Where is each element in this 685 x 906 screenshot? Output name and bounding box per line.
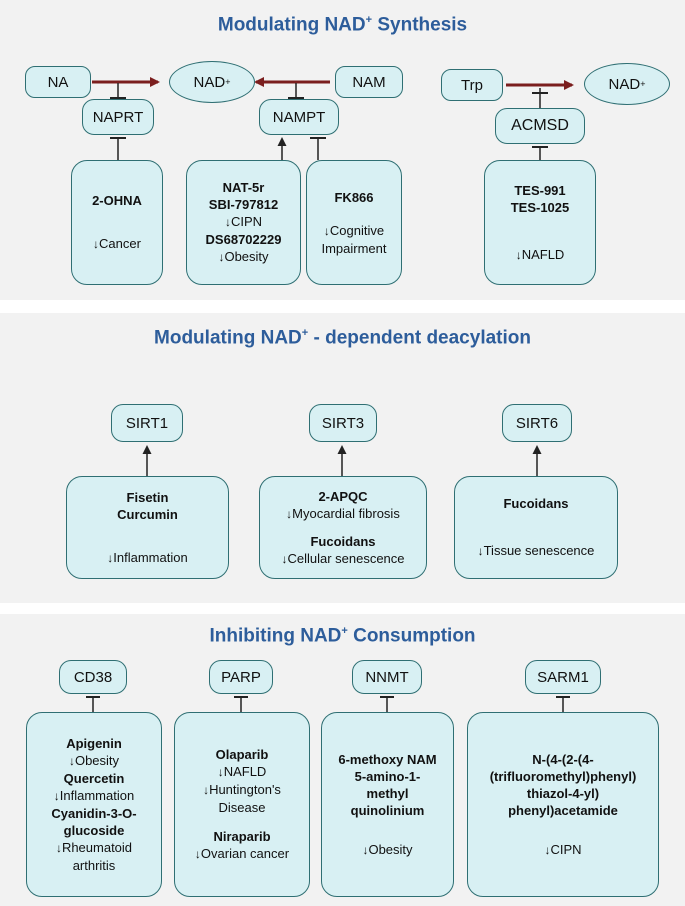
drug-box-sirt6: Fucoidans ↓Tissue senescence — [454, 476, 618, 579]
node-trp: Trp — [441, 69, 503, 101]
node-na: NA — [25, 66, 91, 98]
enzyme-sirt1: SIRT1 — [111, 404, 183, 442]
section-title-deacylation: Modulating NAD+ - dependent deacylation — [154, 327, 531, 349]
enzyme-nnmt: NNMT — [352, 660, 422, 694]
section-title-synthesis: Modulating NAD+ Synthesis — [217, 14, 468, 36]
drug-box-nat5r: NAT-5r SBI-797812 ↓CIPN DS68702229 ↓Obes… — [186, 160, 301, 285]
drug-box-sirt1: Fisetin Curcumin ↓Inflammation — [66, 476, 229, 579]
drug-box-parp: Olaparib ↓NAFLD ↓Huntington's Disease Ni… — [174, 712, 310, 897]
drug-box-nnmt: 6-methoxy NAM 5-amino-1- methyl quinolin… — [321, 712, 454, 897]
enzyme-parp: PARP — [209, 660, 273, 694]
enzyme-acmsd: ACMSD — [495, 108, 585, 144]
enzyme-sirt3: SIRT3 — [309, 404, 377, 442]
drug-box-fk866: FK866 ↓Cognitive Impairment — [306, 160, 402, 285]
section-title-consumption: Inhibiting NAD+ Consumption — [209, 625, 476, 647]
drug-box-2ohna: 2-OHNA ↓Cancer — [71, 160, 163, 285]
drug-box-tes: TES-991 TES-1025 ↓NAFLD — [484, 160, 596, 285]
drug-box-cd38: Apigenin ↓Obesity Quercetin ↓Inflammatio… — [26, 712, 162, 897]
node-nam: NAM — [335, 66, 403, 98]
enzyme-cd38: CD38 — [59, 660, 127, 694]
node-nad-2: NAD+ — [584, 63, 670, 105]
drug-box-sarm1: N-(4-(2-(4- (trifluoromethyl)phenyl) thi… — [467, 712, 659, 897]
enzyme-sarm1: SARM1 — [525, 660, 601, 694]
enzyme-naprt: NAPRT — [82, 99, 154, 135]
enzyme-sirt6: SIRT6 — [502, 404, 572, 442]
node-nad-1: NAD+ — [169, 61, 255, 103]
drug-box-sirt3: 2-APQC ↓Myocardial fibrosis Fucoidans ↓C… — [259, 476, 427, 579]
enzyme-nampt: NAMPT — [259, 99, 339, 135]
